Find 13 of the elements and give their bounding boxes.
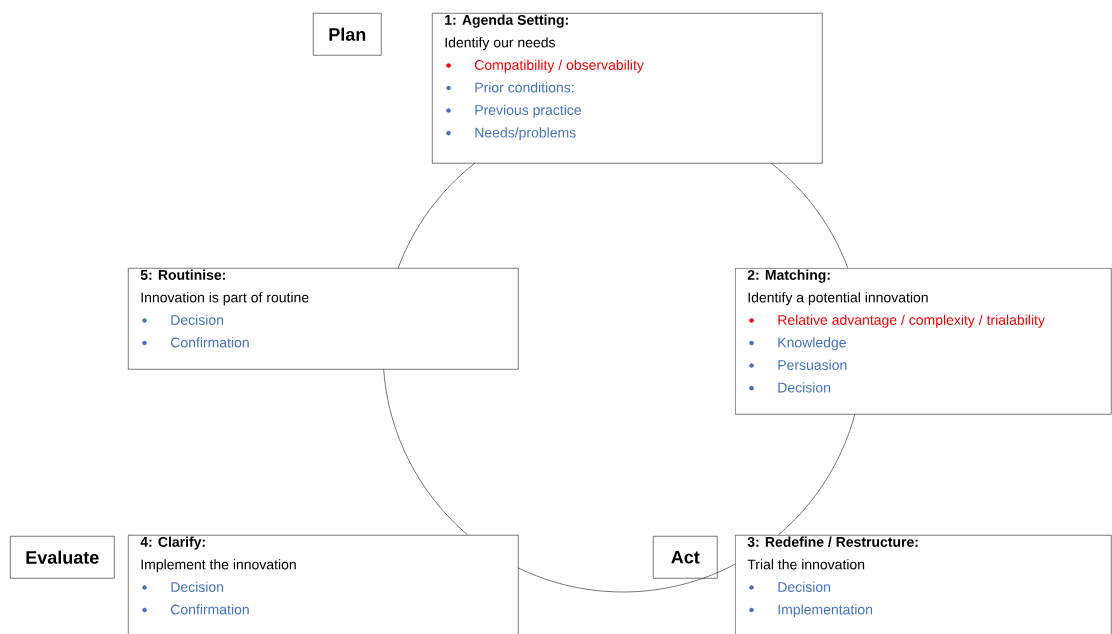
- cycle-arc: [383, 368, 468, 536]
- phase-box: Plan: [313, 13, 382, 56]
- cycle-arc: [770, 162, 849, 269]
- stage-box: 3: Redefine / Restructure: Trial the innovation Decision Implementation: [735, 535, 1112, 634]
- cycle-arc: [517, 564, 736, 593]
- phase-box: Act: [653, 536, 718, 579]
- stage-box: 4: Clarify: Implement the innovation Decision Confirmation: [128, 535, 519, 634]
- cycle-arc: [778, 413, 856, 535]
- cycle-arc: [397, 162, 476, 269]
- phase-box: Evaluate: [10, 536, 115, 579]
- stage-box: 2: Matching: Identify a potential innovation Relative advantage / complexity / trialability Knowledge Persuasion Decision: [735, 268, 1112, 415]
- stage-box: 1: Agenda Setting: Identify our needs Compatibility / observability Prior conditions: Previous practice Needs/problems: [432, 13, 823, 164]
- stage-box: 5: Routinise: Innovation is part of routine Decision Confirmation: [128, 268, 519, 370]
